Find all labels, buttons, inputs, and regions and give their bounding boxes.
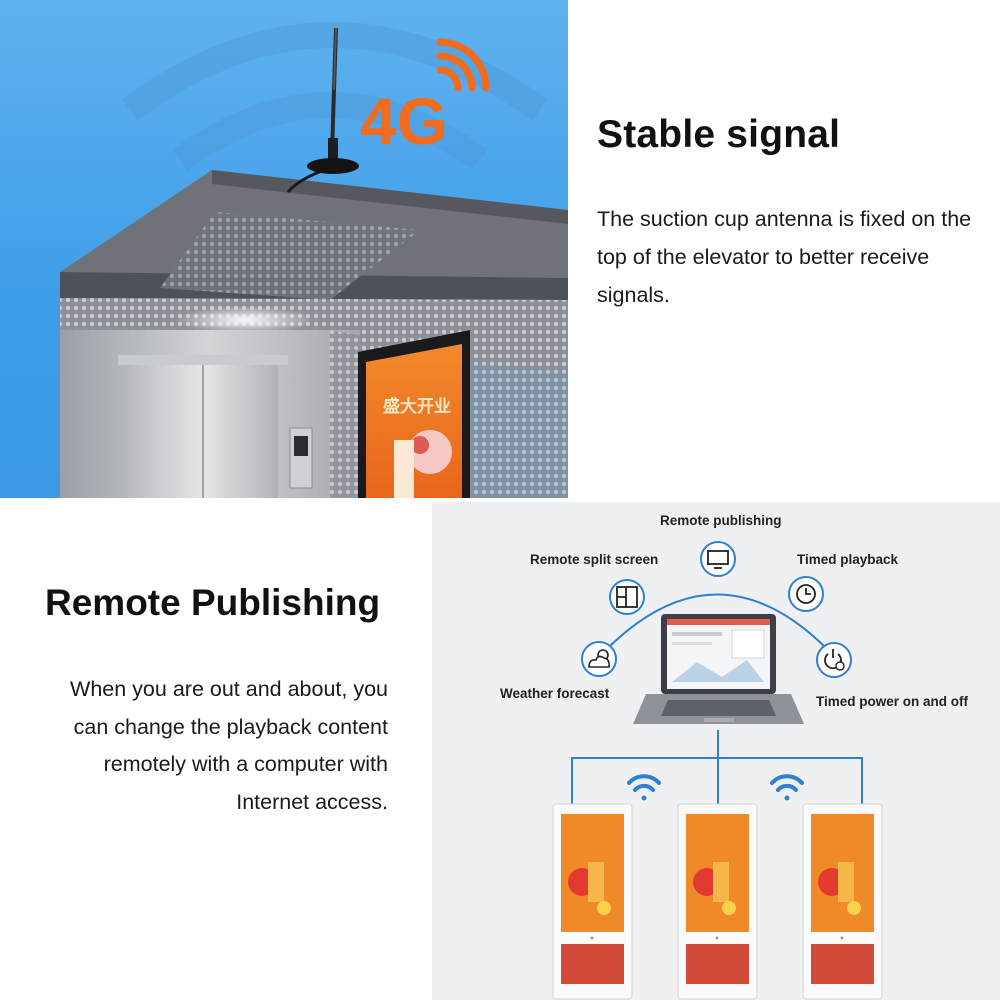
badge-4g-text: 4G bbox=[360, 84, 448, 158]
feature-arc bbox=[589, 593, 845, 668]
wifi-icon bbox=[770, 774, 804, 801]
wifi-icon bbox=[627, 774, 661, 801]
feature-timed-power: Timed power on and off bbox=[816, 694, 969, 709]
monitor-icon bbox=[700, 541, 736, 577]
signage-display bbox=[552, 803, 633, 1000]
signage-display bbox=[677, 803, 758, 1000]
remote-publishing-description: When you are out and about, you can chan… bbox=[20, 671, 388, 821]
feature-timed-playback: Timed playback bbox=[797, 552, 899, 567]
weather-icon bbox=[581, 641, 617, 677]
suction-cup-antenna bbox=[286, 27, 359, 194]
description-line: can change the playback content bbox=[73, 714, 388, 739]
stable-signal-title: Stable signal bbox=[597, 113, 841, 156]
remote-publishing-diagram: Remote publishing Remote split screen Ti… bbox=[432, 502, 1000, 1000]
clock-icon bbox=[788, 576, 824, 612]
description-line: When you are out and about, you bbox=[70, 677, 388, 701]
signage-display bbox=[802, 803, 883, 1000]
stable-signal-description: The suction cup antenna is fixed on the … bbox=[597, 207, 972, 307]
feature-weather-forecast: Weather forecast bbox=[500, 686, 610, 701]
4g-signal-badge: 4G bbox=[360, 38, 490, 158]
split-screen-icon bbox=[609, 579, 645, 615]
feature-remote-split-screen: Remote split screen bbox=[530, 552, 659, 567]
elevator-illustration: 盛大开业 4G bbox=[0, 0, 568, 498]
elevator-ad-screen: 盛大开业 bbox=[358, 330, 470, 498]
laptop bbox=[633, 614, 804, 724]
elevator-scene: 盛大开业 4G bbox=[60, 22, 568, 498]
power-timer-icon bbox=[816, 642, 852, 678]
ad-text: 盛大开业 bbox=[383, 396, 451, 417]
description-line: remotely with a computer with bbox=[103, 752, 388, 776]
feature-remote-publishing: Remote publishing bbox=[660, 513, 782, 528]
signal-waves-icon bbox=[436, 38, 490, 92]
remote-publishing-title: Remote Publishing bbox=[45, 582, 381, 623]
network-lines bbox=[571, 730, 863, 804]
description-line: Internet access. bbox=[236, 789, 388, 814]
diagram-graphics bbox=[552, 541, 883, 1000]
